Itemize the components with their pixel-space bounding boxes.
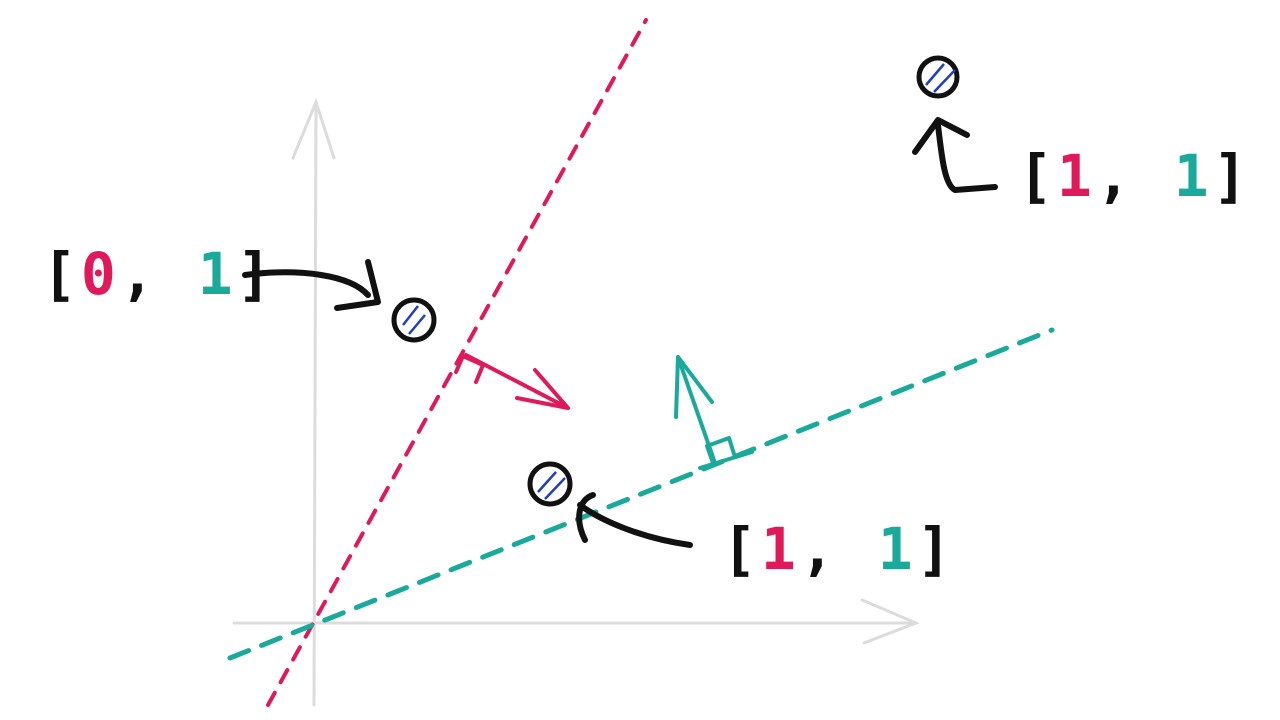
bracket-close: ] — [236, 240, 276, 308]
teal-normal-arrow-icon — [674, 355, 754, 470]
arrow-to-point-0-1-icon — [242, 269, 371, 298]
red-normal-arrow-icon — [454, 353, 570, 410]
label-point-0-1: [0, 1] — [42, 240, 276, 308]
comma: , — [119, 240, 159, 308]
pointer-arrows — [242, 117, 998, 548]
point-0-1-icon — [391, 297, 437, 343]
coord-teal: 1 — [1173, 142, 1213, 210]
coord-teal: 1 — [197, 240, 237, 308]
label-point-1-1-upper: [1, 1] — [1018, 142, 1252, 210]
coord-teal: 1 — [877, 515, 917, 583]
point-1-1-lower-icon — [527, 461, 573, 507]
coord-red: 1 — [760, 515, 800, 583]
coord-red: 0 — [80, 240, 120, 308]
arrow-to-point-1-1-lower-icon — [577, 502, 693, 548]
comma: , — [1095, 142, 1135, 210]
y-axis — [312, 103, 318, 707]
bracket-open: [ — [42, 240, 81, 308]
bracket-close: ] — [916, 515, 956, 583]
bracket-close: ] — [1212, 142, 1252, 210]
bracket-open: [ — [722, 515, 761, 583]
red-dashed-line — [266, 18, 648, 707]
arrow-to-point-1-1-upper-icon — [935, 122, 998, 193]
teal-dashed-line — [227, 327, 1055, 661]
coord-red: 1 — [1056, 142, 1096, 210]
point-1-1-upper-icon — [916, 55, 960, 99]
bracket-open: [ — [1018, 142, 1057, 210]
y-axis-arrowhead-icon — [291, 97, 336, 160]
comma: , — [799, 515, 839, 583]
axes — [232, 97, 920, 707]
label-point-1-1-lower: [1, 1] — [722, 515, 956, 583]
x-axis-arrowhead-icon — [860, 598, 920, 645]
